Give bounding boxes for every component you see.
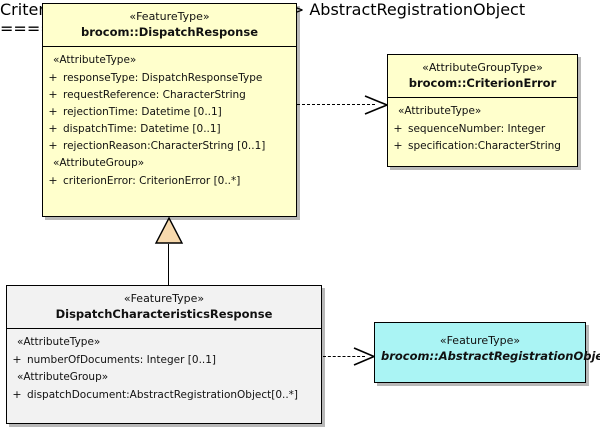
dependency-arrowhead-criterionerror <box>364 95 390 115</box>
class-title: brocom::AbstractRegistrationObject <box>381 349 600 363</box>
generalization-triangle-icon <box>154 216 184 244</box>
attribute-row[interactable]: + sequenceNumber: Integer <box>388 120 577 137</box>
visibility-marker: + <box>48 121 58 135</box>
visibility-marker: + <box>48 173 58 187</box>
dependency-line-dispatchcharacteristics-abstractregistrationobject <box>323 356 365 357</box>
class-body-criterion-error: «AttributeType» + sequenceNumber: Intege… <box>388 98 577 159</box>
attribute-row[interactable]: + dispatchDocument:AbstractRegistrationO… <box>7 386 321 403</box>
compartment-label-attributetype: «AttributeType» <box>53 54 137 66</box>
class-body-dispatch-response: «AttributeType» + responseType: Dispatch… <box>43 47 296 194</box>
dependency-line-dispatchresponse-criterionerror <box>297 104 375 105</box>
attribute-row[interactable]: + criterionError: CriterionError [0..*] <box>43 172 296 189</box>
class-body-dispatch-characteristics-response: «AttributeType» + numberOfDocuments: Int… <box>7 329 321 408</box>
visibility-marker: + <box>48 104 58 118</box>
class-header-dispatch-characteristics-response: «FeatureType» DispatchCharacteristicsRes… <box>7 286 321 329</box>
compartment-label-attributegroup: «AttributeGroup» <box>53 157 145 169</box>
attribute-row[interactable]: + requestReference: CharacterString <box>43 86 296 103</box>
attribute-row[interactable]: + rejectionTime: Datetime [0..1] <box>43 103 296 120</box>
attribute-label: dispatchDocument:AbstractRegistrationObj… <box>27 388 299 401</box>
visibility-marker: + <box>12 352 22 366</box>
attribute-row[interactable]: + rejectionReason:CharacterString [0..1] <box>43 137 296 154</box>
class-header-abstract-registration-object: «FeatureType» brocom::AbstractRegistrati… <box>375 323 600 370</box>
class-header-criterion-error: «AttributeGroupType» brocom::CriterionEr… <box>388 55 577 98</box>
attribute-row[interactable]: + dispatchTime: Datetime [0..1] <box>43 120 296 137</box>
class-stereotype: «AttributeGroupType» <box>422 61 543 74</box>
class-header-dispatch-response: «FeatureType» brocom::DispatchResponse <box>43 4 296 47</box>
visibility-marker: + <box>48 70 58 84</box>
visibility-marker: + <box>393 138 403 152</box>
class-box-dispatch-response[interactable]: «FeatureType» brocom::DispatchResponse «… <box>42 3 297 217</box>
visibility-marker: + <box>12 387 22 401</box>
class-box-abstract-registration-object[interactable]: «FeatureType» brocom::AbstractRegistrati… <box>374 322 600 383</box>
class-box-criterion-error[interactable]: «AttributeGroupType» brocom::CriterionEr… <box>387 54 578 167</box>
attribute-label: specification:CharacterString <box>408 139 561 152</box>
attribute-row[interactable]: + responseType: DispatchResponseType <box>43 69 296 86</box>
attribute-label: dispatchTime: Datetime [0..1] <box>63 122 221 135</box>
class-title: brocom::CriterionError <box>408 76 557 90</box>
generalization-line-vertical <box>168 244 170 286</box>
dependency-arrowhead-abstractregistrationobject <box>353 347 377 366</box>
attribute-label: sequenceNumber: Integer <box>408 122 546 135</box>
class-stereotype: «FeatureType» <box>123 292 205 305</box>
compartment-label-attributegroup: «AttributeGroup» <box>17 371 109 383</box>
attribute-label: rejectionReason:CharacterString [0..1] <box>63 139 266 152</box>
class-stereotype: «FeatureType» <box>439 334 521 347</box>
visibility-marker: + <box>48 87 58 101</box>
attribute-label: responseType: DispatchResponseType <box>63 71 263 84</box>
attribute-label: requestReference: CharacterString <box>63 88 246 101</box>
compartment-label-attributetype: «AttributeType» <box>17 336 101 348</box>
compartment-label-attributetype: «AttributeType» <box>398 105 482 117</box>
attribute-label: numberOfDocuments: Integer [0..1] <box>27 353 217 366</box>
class-title: DispatchCharacteristicsResponse <box>55 307 273 321</box>
visibility-marker: + <box>393 121 403 135</box>
attribute-row[interactable]: + specification:CharacterString <box>388 137 577 154</box>
visibility-marker: + <box>48 138 58 152</box>
attribute-label: rejectionTime: Datetime [0..1] <box>63 105 222 118</box>
class-title: brocom::DispatchResponse <box>81 25 258 39</box>
class-stereotype: «FeatureType» <box>129 10 210 23</box>
attribute-row[interactable]: + numberOfDocuments: Integer [0..1] <box>7 351 321 368</box>
class-box-dispatch-characteristics-response[interactable]: «FeatureType» DispatchCharacteristicsRes… <box>6 285 322 424</box>
attribute-label: criterionError: CriterionError [0..*] <box>63 174 241 187</box>
